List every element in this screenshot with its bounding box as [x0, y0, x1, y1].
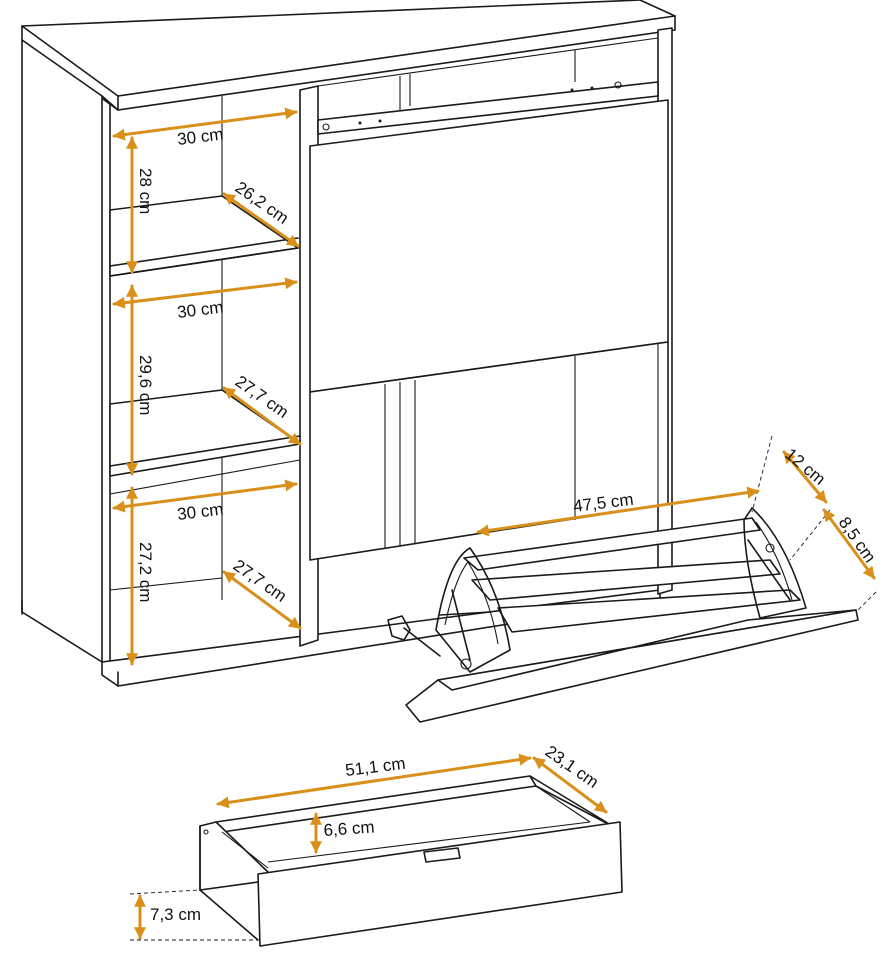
label-top-height: 28 cm — [136, 168, 155, 214]
dim-arrow-drawer-depth — [532, 756, 608, 814]
drawer — [129, 775, 623, 947]
label-shoe-rack-height: 8,5 cm — [835, 513, 880, 566]
dim-arrow-shoe-rack-depth — [782, 450, 828, 504]
dim-arrow-shoe-rack-width — [476, 486, 760, 537]
label-drawer-width: 51,1 cm — [344, 754, 406, 780]
dim-arrow-bottom-width — [112, 479, 298, 513]
dim-arrow-bottom-depth — [222, 570, 302, 630]
label-shoe-rack-depth: 12 cm — [781, 445, 829, 489]
label-mid-width: 30 cm — [176, 297, 224, 322]
dim-arrow-mid-depth — [222, 386, 302, 446]
dim-arrow-drawer-width — [216, 753, 532, 809]
label-drawer-front-height: 7,3 cm — [150, 905, 201, 924]
label-drawer-depth: 23,1 cm — [542, 742, 602, 792]
label-bottom-height: 27,2 cm — [136, 542, 155, 602]
dim-arrow-mid-width — [112, 277, 298, 309]
dim-arrow-shoe-rack-height — [822, 508, 876, 580]
label-bottom-width: 30 cm — [176, 499, 224, 524]
dimension-lines — [112, 107, 876, 940]
dim-arrow-top-width — [112, 107, 298, 141]
dim-arrow-top-depth — [222, 192, 300, 248]
label-drawer-inner-height: 6,6 cm — [323, 817, 375, 840]
label-mid-height: 29,6 cm — [136, 355, 155, 415]
